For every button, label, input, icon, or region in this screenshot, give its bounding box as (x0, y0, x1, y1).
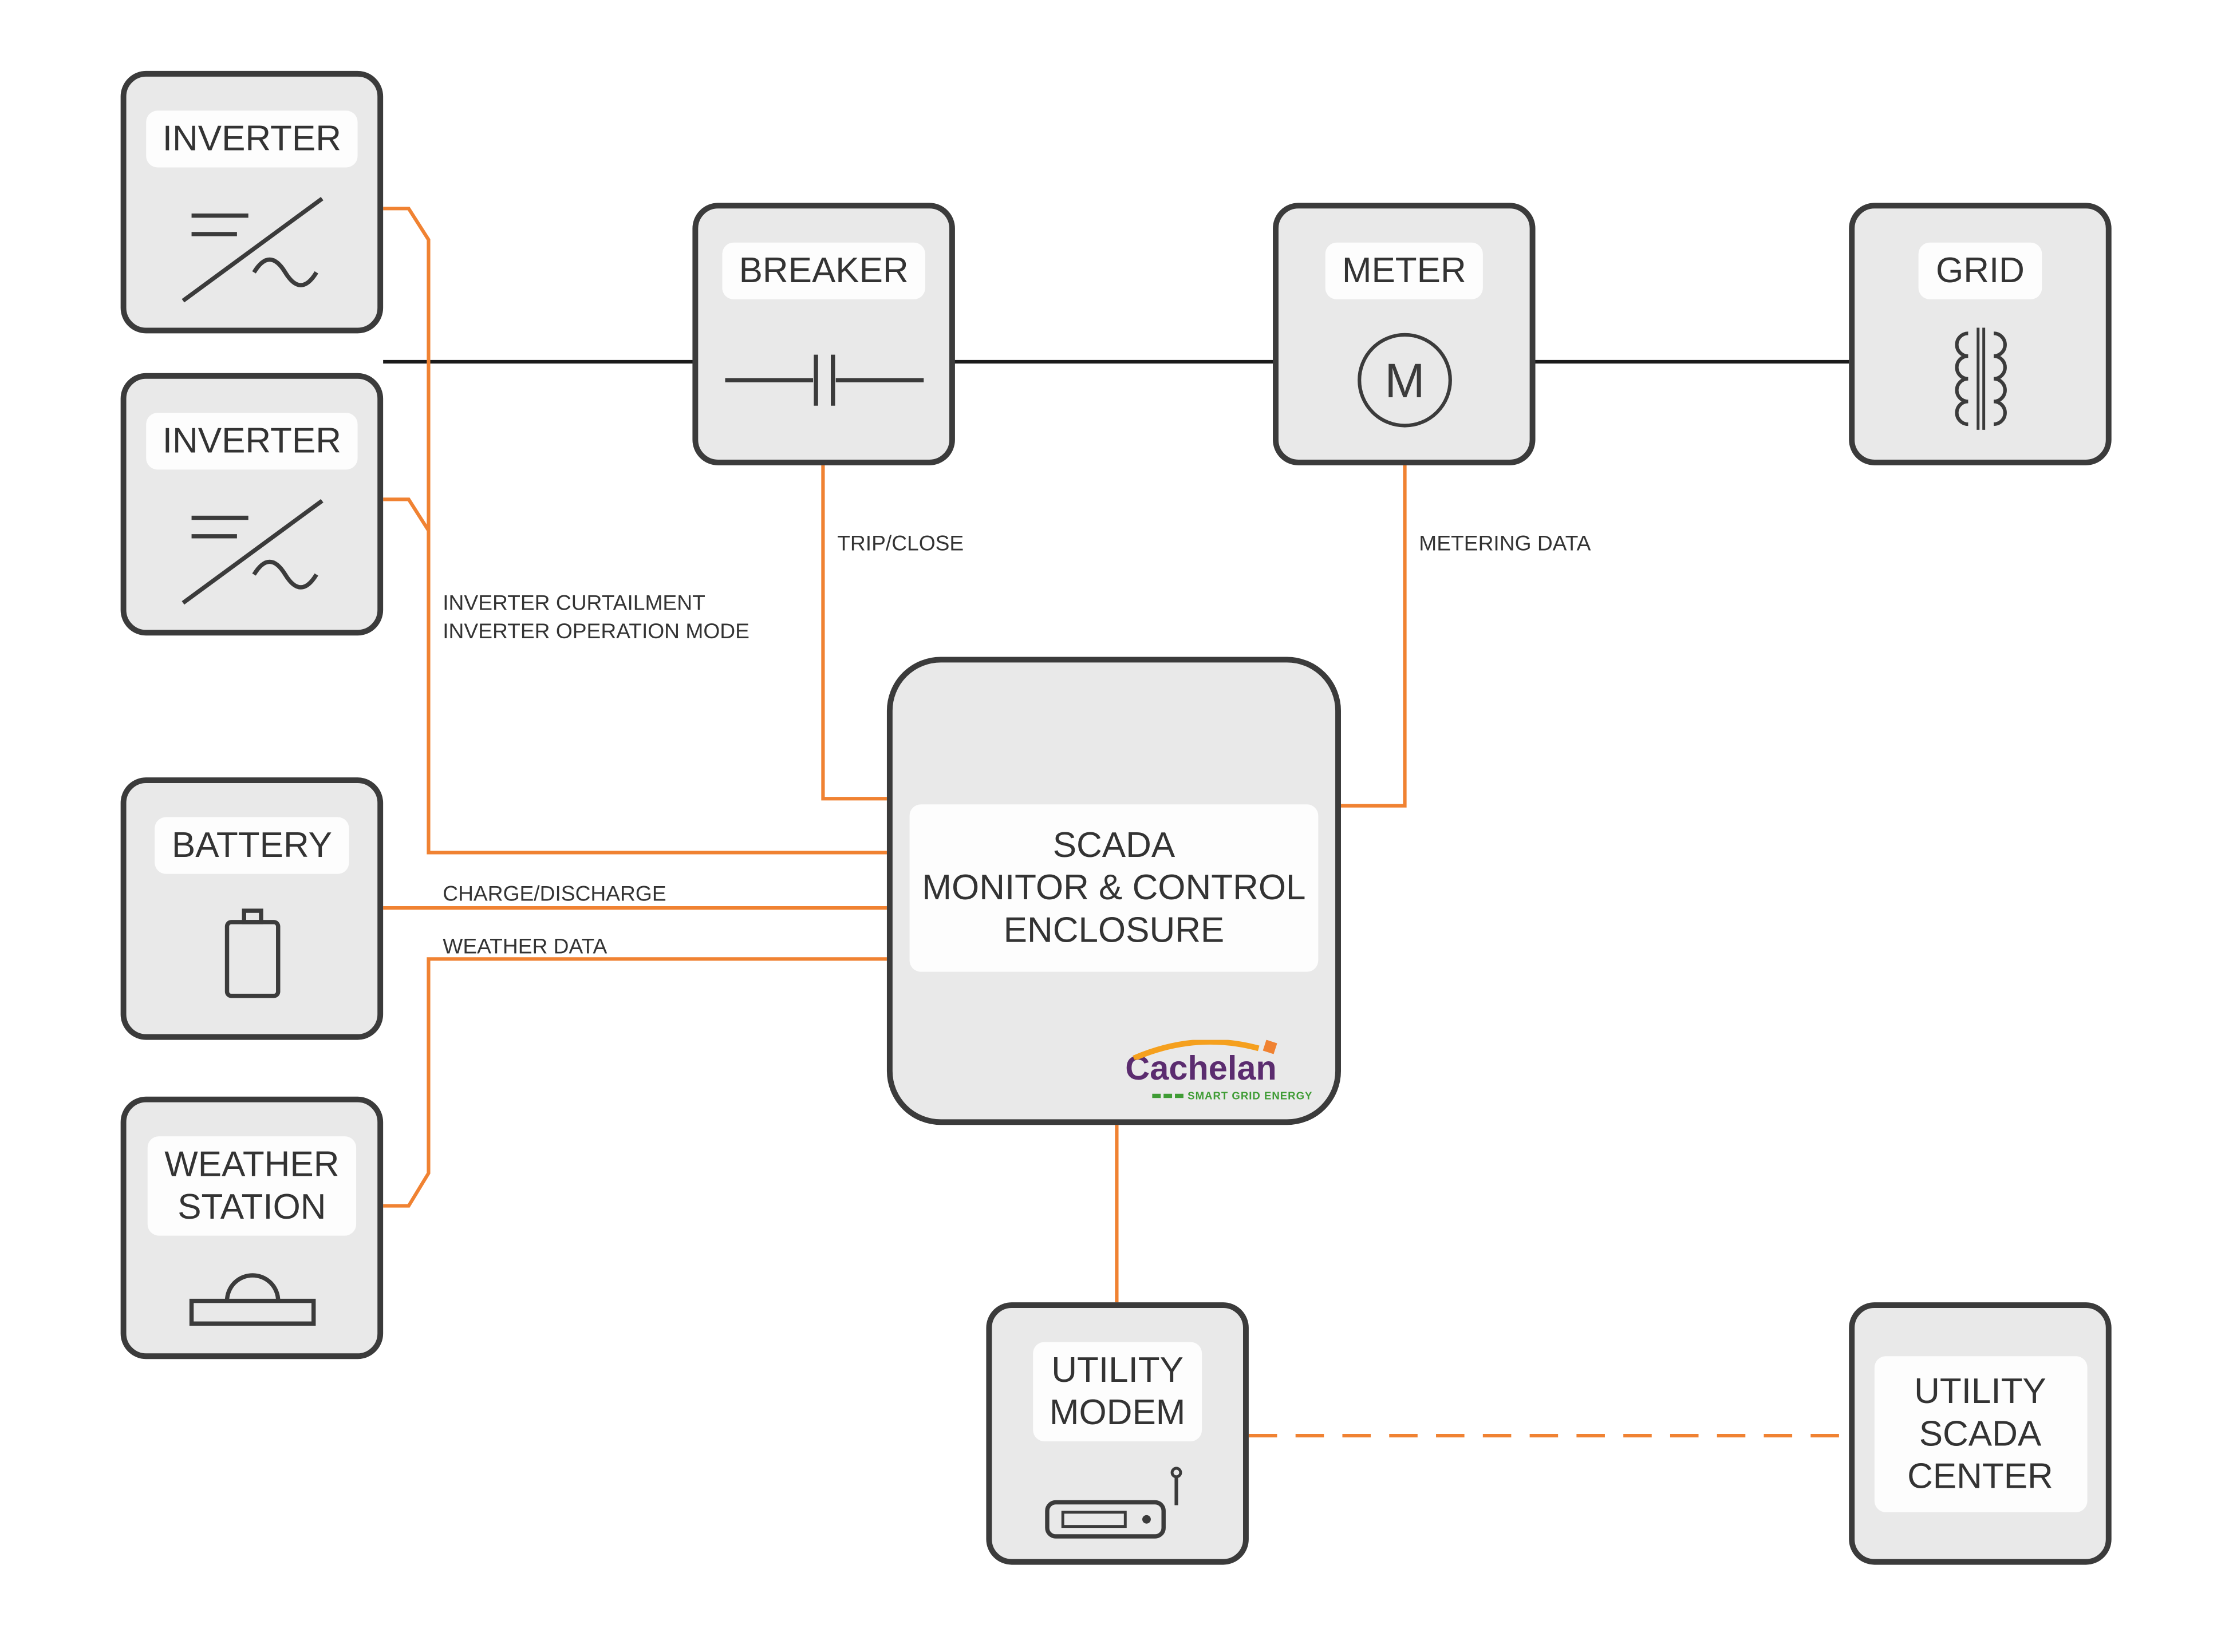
inverter-control-edge-label: INVERTER CURTAILMENT INVERTER OPERATION … (443, 591, 749, 645)
battery-label: BATTERY (155, 817, 349, 874)
inverter2-stub-line (383, 497, 431, 532)
utility-scada-center-box: UTILITY SCADA CENTER (1849, 1302, 2112, 1565)
logo-name: Cachelan (1125, 1049, 1277, 1088)
charge-discharge-edge-label: CHARGE/DISCHARGE (443, 882, 666, 907)
utility-scada-center-label: UTILITY SCADA CENTER (1873, 1355, 2087, 1512)
logo-tagline: SMART GRID ENERGY (1188, 1089, 1313, 1102)
modem-icon (992, 1441, 1243, 1559)
scada-enclosure-label: SCADA MONITOR & CONTROL ENCLOSURE (909, 804, 1319, 972)
weather-station-icon (127, 1236, 378, 1354)
grid-label: GRID (1919, 242, 2042, 299)
grid-box: GRID (1849, 203, 2112, 465)
inverter-icon (127, 469, 378, 630)
meter-icon: M (1279, 299, 1530, 460)
trip-close-edge-label: TRIP/CLOSE (837, 532, 964, 556)
inverter-1-box: INVERTER (120, 70, 384, 334)
svg-text:M: M (1384, 353, 1424, 407)
weather-station-box: WEATHER STATION (120, 1096, 384, 1359)
breaker-icon (698, 299, 949, 460)
weather-station-label: WEATHER STATION (147, 1136, 357, 1236)
inverter-2-box: INVERTER (120, 373, 384, 636)
battery-icon (127, 874, 378, 1034)
utility-modem-box: UTILITY MODEM (986, 1302, 1249, 1565)
inverter-1-label: INVERTER (145, 110, 358, 168)
logo-dashes-icon (1152, 1093, 1183, 1098)
meter-label: METER (1325, 242, 1484, 299)
breaker-box: BREAKER (692, 203, 955, 465)
weather-data-line (383, 957, 887, 1208)
inverter-2-label: INVERTER (145, 413, 358, 470)
logo-swoosh-icon (1133, 1040, 1277, 1060)
grid-transformer-icon (1855, 299, 2106, 460)
inverter-icon (127, 167, 378, 327)
meter-data-line (1340, 465, 1407, 808)
meter-box: METER M (1273, 203, 1536, 465)
utility-modem-label: UTILITY MODEM (1032, 1342, 1203, 1441)
breaker-trip-line (821, 465, 887, 801)
weather-data-edge-label: WEATHER DATA (443, 935, 607, 959)
metering-data-edge-label: METERING DATA (1419, 532, 1591, 556)
battery-box: BATTERY (120, 777, 384, 1040)
inverter-curtailment-line (383, 207, 887, 855)
cachelan-logo: Cachelan SMART GRID ENERGY (1125, 1040, 1313, 1102)
scada-enclosure-box: SCADA MONITOR & CONTROL ENCLOSURE Cachel… (886, 657, 1341, 1125)
breaker-label: BREAKER (721, 242, 926, 299)
